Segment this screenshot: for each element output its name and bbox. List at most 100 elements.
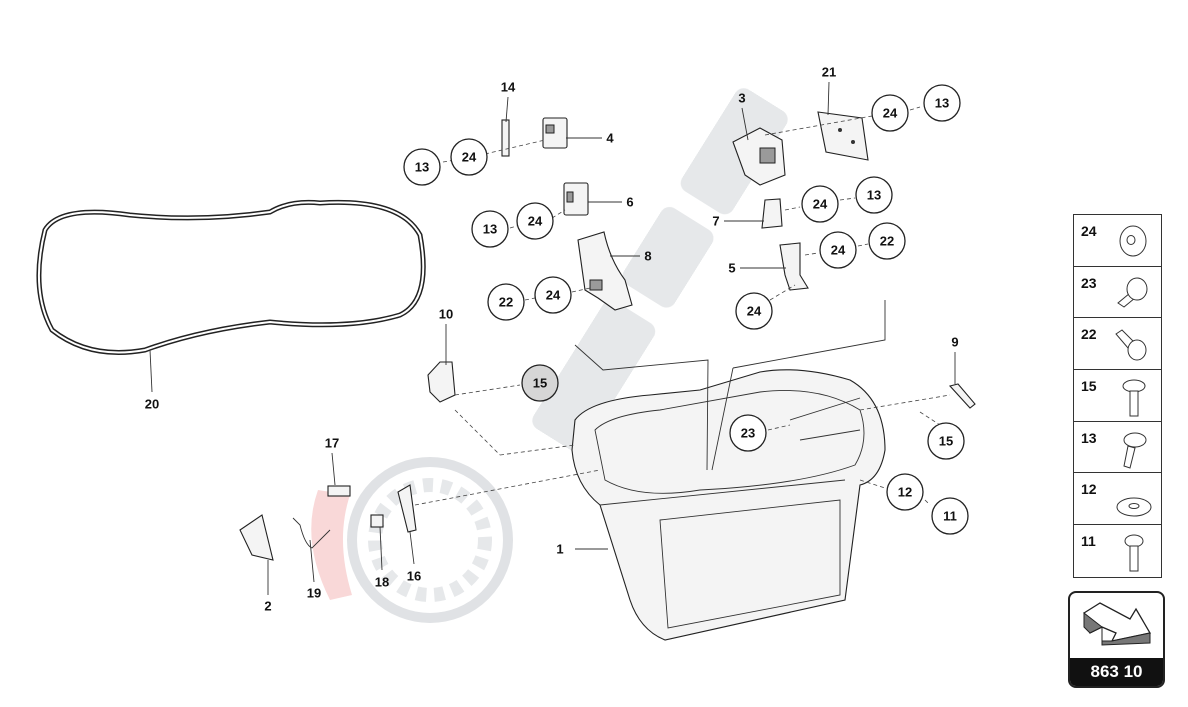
- callout-label: 19: [307, 586, 321, 601]
- page-reference-button[interactable]: 863 10: [1068, 591, 1165, 688]
- callout-circle: [534, 276, 572, 314]
- callout-label: 24: [883, 106, 898, 121]
- callout-label: 13: [483, 222, 497, 237]
- part-20-seal[interactable]: [36, 199, 426, 355]
- callout-part-4[interactable]: 4: [606, 131, 614, 146]
- callout-circle: [871, 94, 909, 132]
- callout-part-23[interactable]: 23: [729, 414, 767, 452]
- callout-circle: [516, 202, 554, 240]
- callout-part-8[interactable]: 8: [644, 249, 651, 264]
- callout-circle: [801, 185, 839, 223]
- part-2-cover[interactable]: [239, 514, 274, 561]
- callout-label: 6: [626, 195, 633, 210]
- callout-part-24[interactable]: 24: [735, 292, 773, 330]
- legend-number: 13: [1081, 429, 1097, 446]
- callout-part-14[interactable]: 14: [501, 80, 516, 95]
- part-6-latch[interactable]: [563, 182, 589, 216]
- callout-part-19[interactable]: 19: [307, 586, 321, 601]
- callout-circle: [868, 222, 906, 260]
- callout-part-16[interactable]: 16: [407, 569, 421, 584]
- legend-number: 22: [1081, 326, 1097, 343]
- callout-label: 3: [738, 91, 745, 106]
- callout-part-17[interactable]: 17: [325, 436, 339, 451]
- callout-part-24[interactable]: 24: [516, 202, 554, 240]
- callout-part-11[interactable]: 11: [931, 497, 969, 535]
- flange-bolt-icon: [1124, 534, 1144, 572]
- callout-label: 24: [747, 304, 762, 319]
- callout-part-10[interactable]: 10: [439, 307, 453, 322]
- legend-item[interactable]: 13: [1074, 422, 1161, 474]
- callout-part-13[interactable]: 13: [855, 176, 893, 214]
- callout-part-13[interactable]: 13: [923, 84, 961, 122]
- callout-part-20[interactable]: 20: [145, 397, 159, 412]
- callout-part-24[interactable]: 24: [801, 185, 839, 223]
- callout-label: 16: [407, 569, 421, 584]
- callout-part-1[interactable]: 1: [556, 542, 563, 557]
- callout-part-13[interactable]: 13: [403, 148, 441, 186]
- callout-part-3[interactable]: 3: [738, 91, 745, 106]
- callout-circle: [403, 148, 441, 186]
- callout-label: 13: [867, 188, 881, 203]
- callout-part-22[interactable]: 22: [487, 283, 525, 321]
- callout-label: 23: [741, 426, 755, 441]
- callout-label: 9: [951, 335, 958, 350]
- callout-part-9[interactable]: 9: [951, 335, 958, 350]
- legend-item[interactable]: 12: [1074, 473, 1161, 526]
- legend-item[interactable]: 15: [1074, 370, 1161, 422]
- part-5-hinge[interactable]: [779, 242, 809, 291]
- callout-label: 17: [325, 436, 339, 451]
- legend-item[interactable]: 11: [1074, 525, 1161, 577]
- part-8-lever[interactable]: [577, 231, 633, 311]
- part-17-connector[interactable]: [327, 485, 351, 497]
- callout-part-24[interactable]: 24: [871, 94, 909, 132]
- callout-label: 24: [813, 197, 828, 212]
- callout-part-13[interactable]: 13: [471, 210, 509, 248]
- callout-part-6[interactable]: 6: [626, 195, 633, 210]
- part-14-bracket[interactable]: [501, 119, 510, 157]
- part-21-plate[interactable]: [817, 111, 869, 161]
- callout-part-18[interactable]: 18: [375, 575, 389, 590]
- callout-part-2[interactable]: 2: [264, 599, 271, 614]
- part-10-bracket[interactable]: [427, 361, 456, 403]
- callout-label: 1: [556, 542, 563, 557]
- callout-part-15[interactable]: 15: [927, 422, 965, 460]
- part-7-bracket[interactable]: [761, 198, 783, 229]
- part-4-latch[interactable]: [542, 117, 568, 149]
- part-9-clip[interactable]: [948, 383, 976, 409]
- callout-part-22[interactable]: 22: [868, 222, 906, 260]
- legend-item[interactable]: 24: [1074, 215, 1161, 267]
- callout-label: 20: [145, 397, 159, 412]
- part-3-lock[interactable]: [732, 127, 786, 186]
- countersunk-screw-icon: [1123, 432, 1147, 469]
- callout-label: 22: [499, 295, 513, 310]
- callout-part-15[interactable]: 15: [521, 364, 559, 402]
- flange-bolt-icon: [1122, 379, 1146, 417]
- part-19-wiring[interactable]: [292, 517, 331, 549]
- legend-item[interactable]: 22: [1074, 318, 1161, 371]
- callout-part-12[interactable]: 12: [886, 473, 924, 511]
- callout-label: 2: [264, 599, 271, 614]
- callout-circle: [487, 283, 525, 321]
- callout-part-21[interactable]: 21: [822, 65, 836, 80]
- part-1-luggage-tub[interactable]: [571, 369, 886, 641]
- callout-label: 12: [898, 485, 912, 500]
- callout-label: 24: [546, 288, 561, 303]
- callout-label: 18: [375, 575, 389, 590]
- callout-part-24[interactable]: 24: [534, 276, 572, 314]
- callout-part-24[interactable]: 24: [819, 231, 857, 269]
- washer-icon: [1119, 225, 1147, 257]
- callout-label: 13: [415, 160, 429, 175]
- legend-item[interactable]: 23: [1074, 267, 1161, 319]
- next-page-arrow-icon: [1083, 602, 1152, 646]
- part-18-clip[interactable]: [370, 514, 384, 528]
- part-16-handle[interactable]: [397, 484, 417, 533]
- callout-part-7[interactable]: 7: [712, 214, 719, 229]
- callout-part-5[interactable]: 5: [728, 261, 735, 276]
- callout-circle: [729, 414, 767, 452]
- callout-circle: [927, 422, 965, 460]
- callout-part-24[interactable]: 24: [450, 138, 488, 176]
- page-reference-number: 863 10: [1070, 658, 1163, 686]
- callout-circle: [931, 497, 969, 535]
- callout-circle: [855, 176, 893, 214]
